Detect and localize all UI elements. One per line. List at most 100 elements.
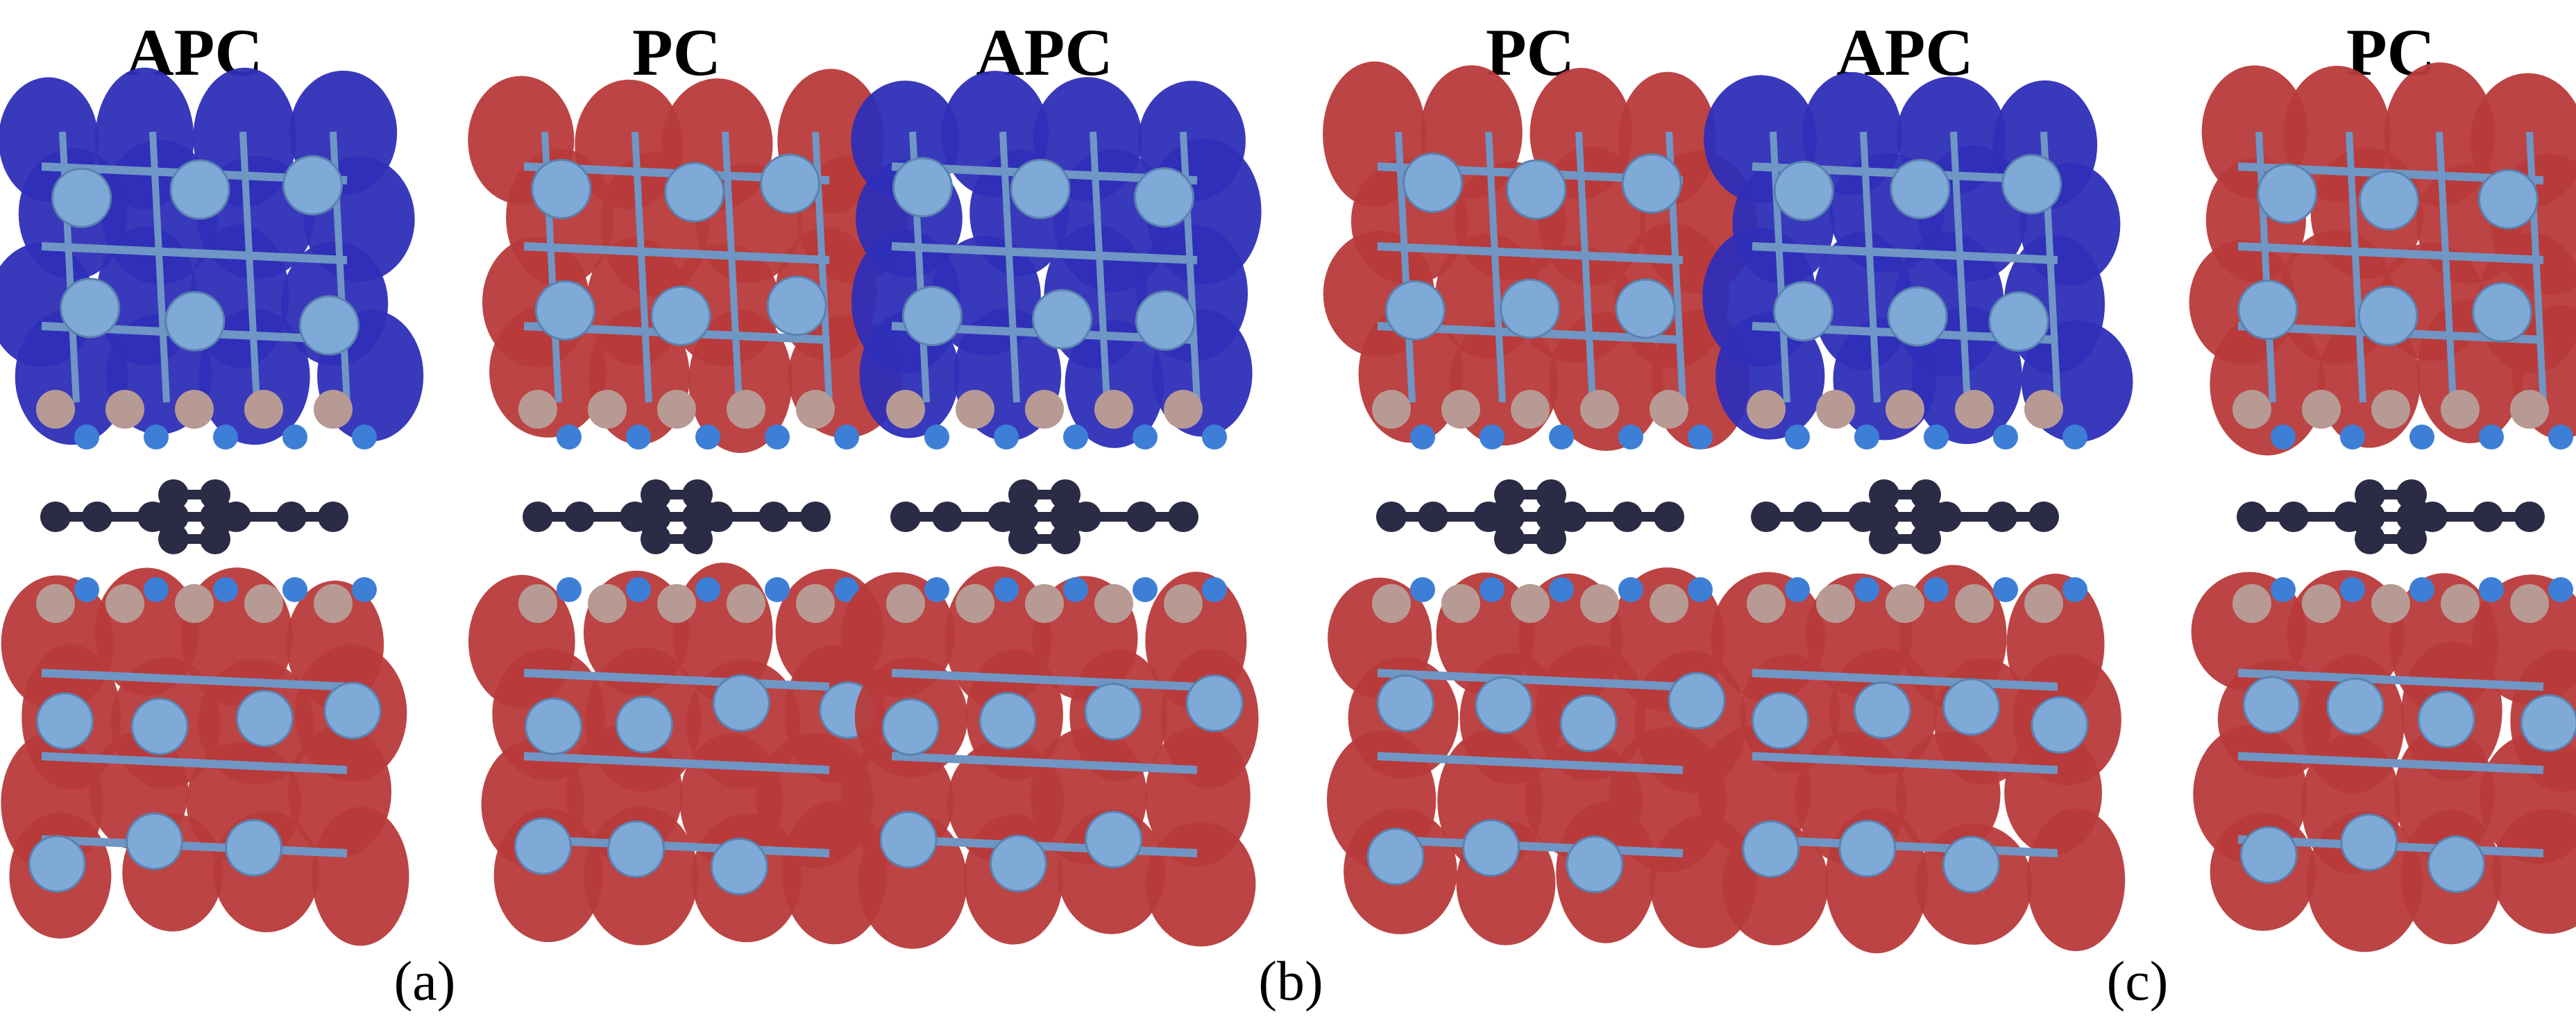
carbon-atom — [221, 502, 251, 532]
isosurface-lobe — [1548, 312, 1663, 451]
atom-pink — [314, 390, 353, 429]
carbon-atom — [82, 502, 112, 532]
atom-small — [1854, 425, 1879, 450]
atom-pink — [518, 390, 557, 429]
atom-large — [1559, 694, 1618, 753]
atom-large — [1942, 678, 2001, 736]
atom-pink — [727, 584, 765, 623]
bond — [1770, 131, 1790, 403]
atom-pink — [105, 584, 144, 623]
atom-large — [169, 159, 230, 220]
carbon-atom — [200, 479, 230, 510]
atom-small — [1618, 425, 1643, 450]
bond — [523, 835, 830, 857]
bond — [1752, 752, 2058, 774]
carbon-atom — [1418, 502, 1448, 532]
atom-small — [2271, 425, 2296, 450]
atom-large — [664, 162, 725, 223]
bond — [41, 752, 348, 774]
atom-small — [1854, 577, 1879, 602]
atom-large — [525, 697, 583, 755]
atom-small — [924, 577, 949, 602]
atom-small — [1618, 577, 1643, 602]
carbon-atom — [2514, 502, 2545, 532]
atom-large — [1366, 828, 1425, 886]
atom-small — [1410, 425, 1435, 450]
atom-small — [2340, 577, 2365, 602]
atom-small — [2479, 425, 2504, 450]
bond — [2237, 752, 2544, 774]
atom-large — [164, 291, 226, 352]
carbon-atom — [1168, 502, 1198, 532]
atom-pink — [1441, 584, 1480, 623]
atom-small — [1133, 577, 1158, 602]
bond — [1395, 131, 1416, 403]
carbon-atom — [1987, 502, 2017, 532]
bond — [632, 131, 652, 403]
atom-pink — [1025, 584, 1064, 623]
atom-small — [2409, 425, 2434, 450]
atom-pink — [886, 390, 925, 429]
bond — [1377, 669, 1684, 691]
carbon-atom — [1494, 524, 1525, 554]
atom-small — [2548, 425, 2573, 450]
carbon-atom — [158, 479, 189, 510]
atom-small — [765, 425, 790, 450]
atom-small — [2271, 577, 2296, 602]
atom-small — [765, 577, 790, 602]
atom-large — [881, 698, 940, 756]
carbon-atom — [932, 502, 963, 532]
bond — [1377, 835, 1684, 857]
atom-large — [710, 837, 768, 896]
isosurface-lobe — [2491, 809, 2576, 934]
atom-large — [607, 820, 666, 878]
atom-pink — [1955, 390, 1994, 429]
atom-small — [695, 577, 720, 602]
carbon-atom — [1751, 502, 1781, 532]
atom-large — [989, 835, 1047, 893]
bond — [2526, 131, 2547, 403]
carbon-atom — [564, 502, 595, 532]
atom-pink — [244, 584, 283, 623]
atom-small — [282, 577, 307, 602]
bond — [1377, 242, 1684, 264]
carbon-atom — [703, 502, 734, 532]
atom-pink — [36, 584, 75, 623]
atom-large — [1668, 672, 1726, 730]
atom-pink — [244, 390, 283, 429]
atom-pink — [36, 390, 75, 429]
atom-large — [1185, 674, 1244, 733]
carbon-atom — [2278, 502, 2309, 532]
carbon-atom — [1931, 502, 1962, 532]
carbon-atom — [682, 524, 713, 554]
atom-pink — [1955, 584, 1994, 623]
atom-pink — [1164, 584, 1203, 623]
atom-small — [1785, 577, 1810, 602]
carbon-atom — [2028, 502, 2059, 532]
bond — [41, 242, 348, 264]
atom-pink — [175, 390, 214, 429]
carbon-atom — [1910, 479, 1941, 510]
atom-large — [2520, 694, 2576, 752]
atom-small — [1202, 425, 1227, 450]
atom-pink — [588, 584, 627, 623]
caption-c: (c) — [2106, 951, 2169, 1012]
bond — [1090, 131, 1110, 403]
atom-small — [144, 577, 169, 602]
bond — [2346, 131, 2366, 403]
carbon-atom — [759, 502, 789, 532]
caption-b: (b) — [1258, 951, 1323, 1012]
atom-pink — [886, 584, 925, 623]
atom-large — [615, 696, 673, 754]
bond — [1485, 131, 1506, 403]
atom-small — [352, 425, 377, 450]
atom-pink — [2510, 390, 2549, 429]
atom-pink — [2232, 390, 2271, 429]
atom-large — [1838, 819, 1897, 878]
atom-pink — [1816, 390, 1855, 429]
atom-pink — [2371, 584, 2410, 623]
carbon-atom — [158, 502, 189, 532]
atom-large — [51, 167, 112, 228]
atom-large — [978, 692, 1037, 750]
atom-large — [1751, 692, 1809, 750]
